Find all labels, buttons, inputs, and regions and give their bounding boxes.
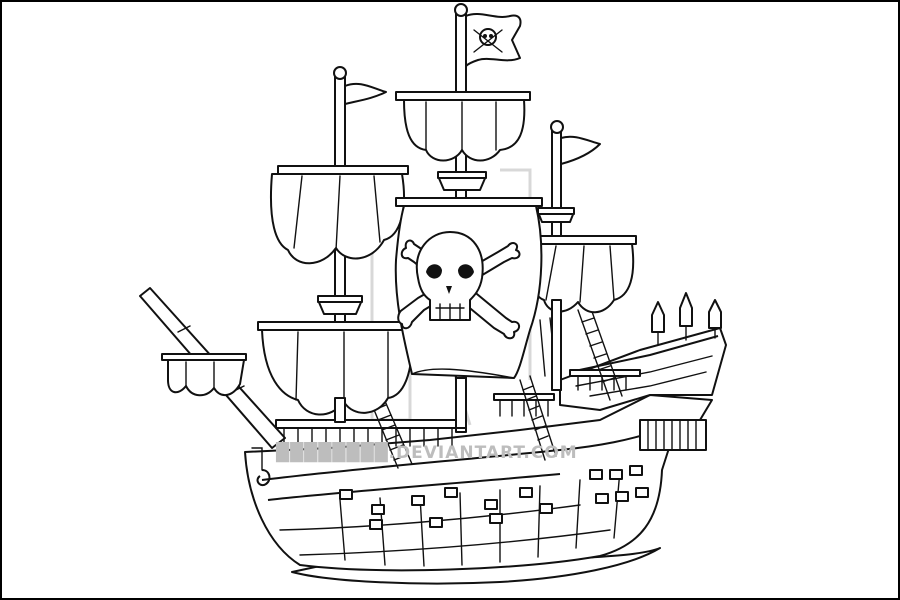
- main-topsail: [395, 91, 531, 191]
- fore-pennant: [344, 82, 387, 105]
- deck-railing: [275, 369, 641, 447]
- fore-topsail: [269, 165, 409, 315]
- skull-and-crossbones: [397, 231, 521, 340]
- stern-lanterns: [651, 292, 722, 346]
- fore-mast-lower: [334, 397, 346, 423]
- gunport-row: [339, 465, 649, 530]
- watermark-text: ████████.DEVIANTART.COM: [275, 442, 578, 463]
- ship-hull: [244, 394, 713, 572]
- jolly-roger-flag: [465, 13, 522, 67]
- mizzen-pennant: [560, 135, 601, 165]
- mizzen-sail: [531, 207, 637, 314]
- mizzen-mast-lower: [551, 299, 562, 391]
- fore-lower-sail: [257, 321, 419, 416]
- main-mast-lower: [455, 377, 467, 429]
- skull-mainsail: [394, 197, 543, 379]
- bow-sail: [161, 353, 247, 397]
